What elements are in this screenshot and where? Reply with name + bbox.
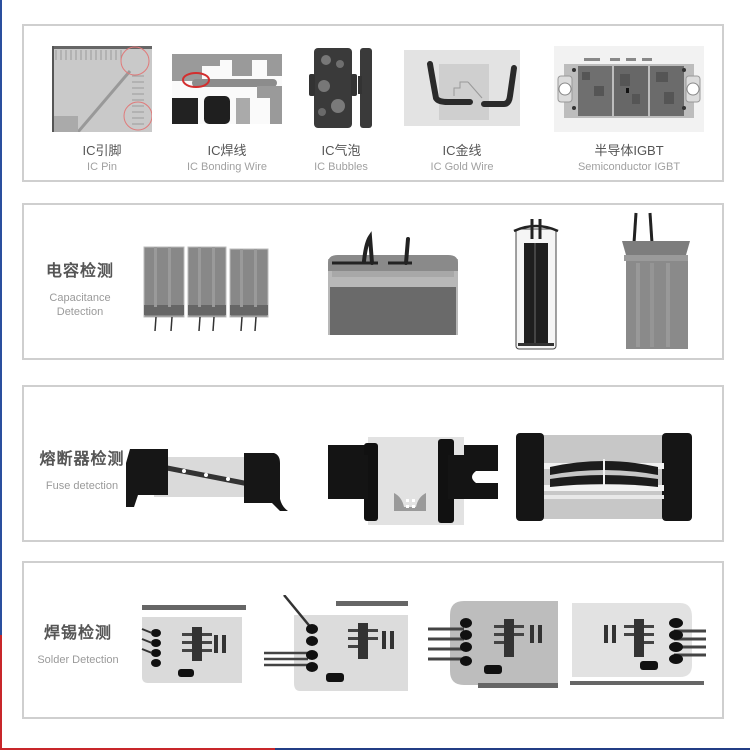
ic-pin-label-zh: IC引脚	[82, 143, 122, 158]
ic-gold-wire-label-en: IC Gold Wire	[430, 161, 494, 173]
ic-bubbles-xray-image	[308, 46, 374, 132]
igbt-item: 半导体IGBT Semiconductor IGBT	[548, 46, 710, 173]
capacitance-title-block: 电容检测 Capacitance Detection	[32, 257, 128, 319]
capacitance-title-en-line2: Detection	[56, 306, 104, 318]
ic-pin-xray-image	[52, 46, 152, 132]
igbt-label-en: Semiconductor IGBT	[577, 161, 681, 173]
ic-gold-wire-label-zh: IC金线	[442, 143, 482, 158]
ic-bonding-wire-xray-image	[172, 46, 282, 132]
glass-fuse-xray-image	[124, 439, 290, 521]
ic-gold-wire-xray-image	[404, 46, 520, 132]
solder-pcb-xray-image-3	[428, 599, 560, 689]
bottom-edge-red-stripe	[0, 748, 275, 750]
ceramic-fuse-xray-image	[516, 433, 692, 521]
solder-pcb-xray-image-1	[122, 603, 248, 687]
capacitor-top-xray-image	[328, 231, 458, 337]
ic-bonding-wire-item: IC焊线 IC Bonding Wire	[172, 46, 282, 173]
radial-capacitor-xray-image	[614, 211, 698, 351]
solder-pcb-xray-image-2	[264, 595, 410, 693]
ic-bubbles-label-zh: IC气泡	[321, 143, 361, 158]
solder-detection-panel: 焊锡检测 Solder Detection	[22, 561, 724, 719]
capacitance-detection-panel: 电容检测 Capacitance Detection	[22, 203, 724, 360]
solder-title-block: 焊锡检测 Solder Detection	[28, 619, 128, 667]
ic-inspection-panel: IC引脚 IC Pin IC焊线 IC Bonding Wire	[22, 24, 724, 182]
capacitance-title-zh: 电容检测	[45, 263, 114, 280]
igbt-label-zh: 半导体IGBT	[594, 143, 664, 158]
solder-pcb-xray-image-4	[570, 601, 706, 687]
ic-bubbles-label-en: IC Bubbles	[314, 161, 368, 173]
ic-gold-wire-item: IC金线 IC Gold Wire	[404, 46, 520, 173]
left-edge-blue-stripe	[0, 0, 2, 635]
bottom-edge-blue-stripe	[275, 748, 750, 750]
cylindrical-capacitor-xray-image	[510, 215, 562, 353]
igbt-xray-image	[554, 46, 704, 132]
capacitor-array-xray-image	[136, 237, 276, 335]
fuse-title-block: 熔断器检测 Fuse detection	[30, 445, 134, 493]
left-edge-red-stripe	[0, 635, 2, 750]
blade-fuse-xray-image	[328, 435, 498, 531]
fuse-title-zh: 熔断器检测	[39, 451, 125, 468]
capacitance-title-en-line1: Capacitance	[49, 292, 111, 304]
ic-pin-item: IC引脚 IC Pin	[50, 46, 154, 173]
ic-bonding-wire-label-zh: IC焊线	[207, 143, 247, 158]
solder-title-en: Solder Detection	[37, 654, 119, 666]
ic-bonding-wire-label-en: IC Bonding Wire	[186, 161, 268, 173]
fuse-title-en: Fuse detection	[45, 480, 119, 492]
solder-title-zh: 焊锡检测	[43, 625, 112, 642]
ic-bubbles-item: IC气泡 IC Bubbles	[306, 46, 376, 173]
fuse-detection-panel: 熔断器检测 Fuse detection	[22, 385, 724, 542]
ic-pin-label-en: IC Pin	[87, 161, 117, 173]
